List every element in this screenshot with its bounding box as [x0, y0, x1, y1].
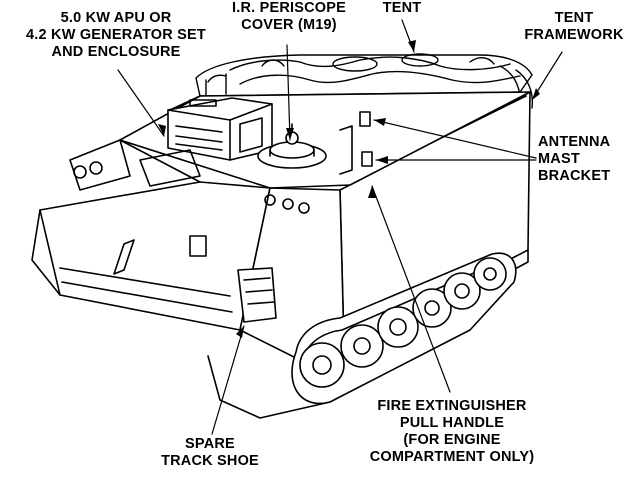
label-tent: TENT [382, 0, 422, 16]
leader-lines [117, 19, 563, 435]
apu-enclosure-drawing [167, 97, 273, 161]
antenna-bracket-drawing [339, 111, 373, 175]
spare-track-shoe-drawing [237, 267, 277, 323]
periscope-dome [257, 123, 327, 169]
tent-drawing [195, 53, 533, 97]
road-wheels [299, 257, 507, 388]
leader-arrowheads [158, 40, 540, 338]
front-plate [31, 139, 345, 361]
